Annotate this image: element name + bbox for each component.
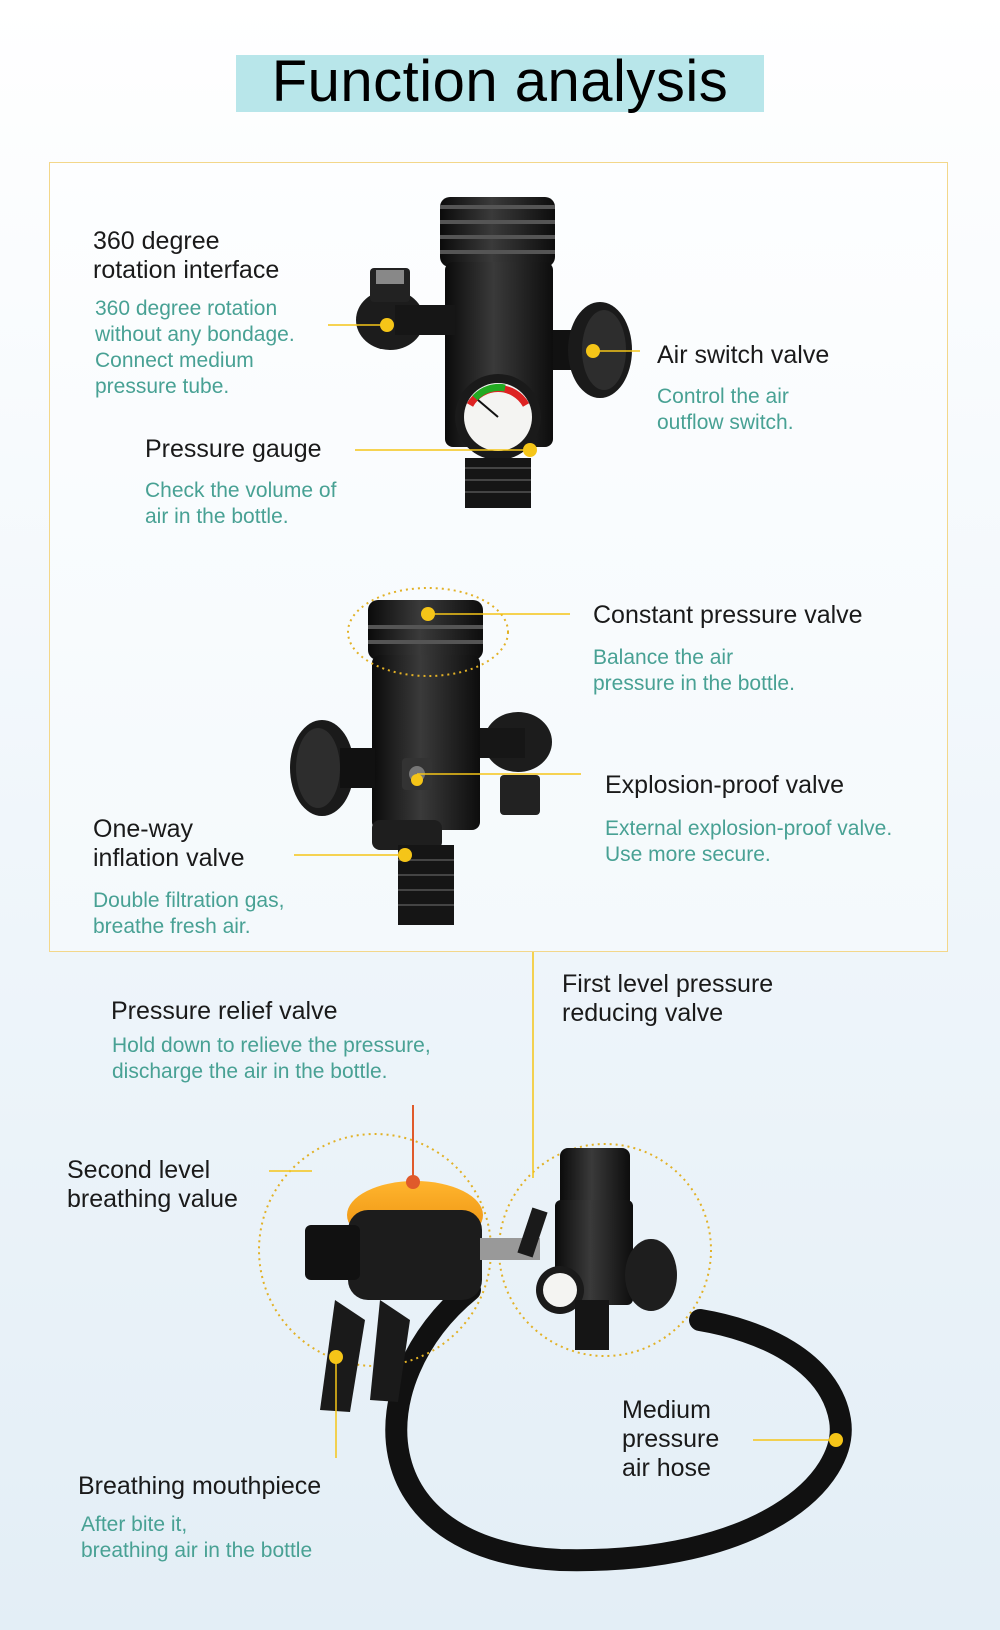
valve-middle-illustration xyxy=(290,587,552,925)
medium-pressure-hose-heading: Medium pressure air hose xyxy=(622,1396,720,1482)
relief-dot xyxy=(406,1175,420,1189)
pressure-relief-valve-heading: Pressure relief valve xyxy=(111,997,338,1025)
air-switch-valve-description: Control the air outflow switch. xyxy=(657,385,794,434)
page-title: Function analysis xyxy=(271,49,729,114)
pressure-relief-valve-description: Hold down to relieve the pressure, disch… xyxy=(112,1034,431,1083)
constant-pressure-valve-heading: Constant pressure valve xyxy=(593,601,863,629)
first-level-valve-heading: First level pressure reducing valve xyxy=(562,970,774,1027)
rotation-interface-heading: 360 degree rotation interface xyxy=(93,227,280,284)
leader-dots xyxy=(329,318,843,1447)
pressure-gauge-description: Check the volume of air in the bottle. xyxy=(145,479,337,528)
rotation-interface-description: 360 degree rotation without any bondage.… xyxy=(95,297,295,398)
leader-lines xyxy=(269,324,836,1458)
constant-pressure-valve-description: Balance the air pressure in the bottle. xyxy=(593,646,795,695)
explosion-proof-valve-description: External explosion-proof valve. Use more… xyxy=(605,817,893,866)
air-switch-valve-heading: Air switch valve xyxy=(657,341,830,369)
valve-top-illustration xyxy=(356,197,632,508)
breathing-mouthpiece-heading: Breathing mouthpiece xyxy=(78,1472,322,1500)
second-level-valve-heading: Second level breathing value xyxy=(67,1156,238,1213)
pressure-gauge-heading: Pressure gauge xyxy=(145,435,322,463)
one-way-inflation-valve-heading: One-way inflation valve xyxy=(93,815,245,872)
regulator-assembly-illustration xyxy=(258,1133,852,1572)
explosion-proof-valve-heading: Explosion-proof valve xyxy=(605,771,845,799)
one-way-inflation-valve-description: Double filtration gas, breathe fresh air… xyxy=(93,889,285,938)
explosion-proof-dot xyxy=(411,774,423,786)
title-band xyxy=(236,55,764,112)
breathing-mouthpiece-description: After bite it, breathing air in the bott… xyxy=(81,1513,313,1562)
